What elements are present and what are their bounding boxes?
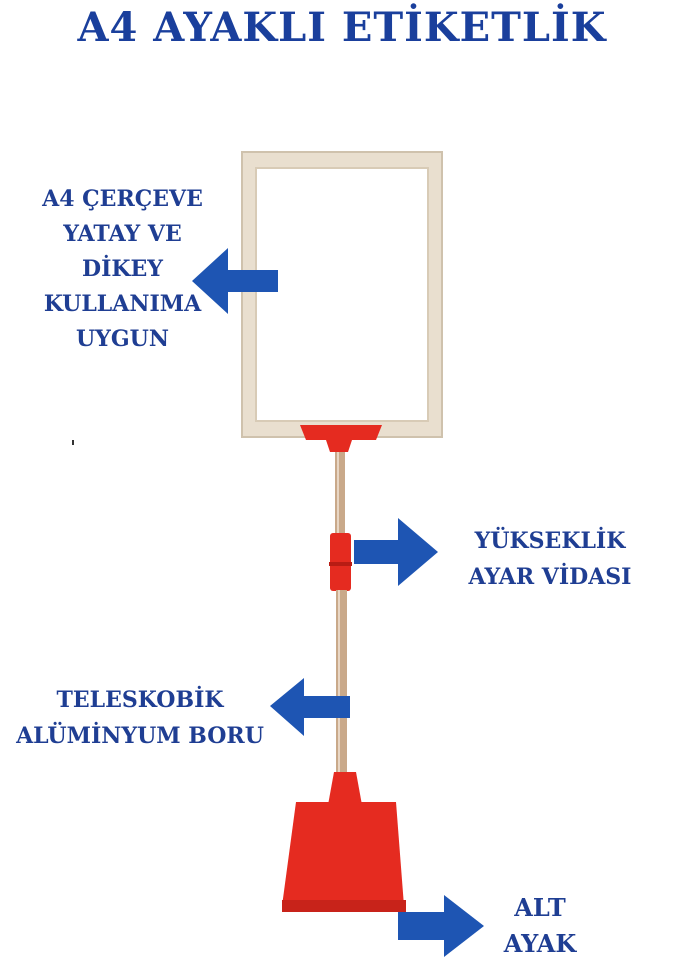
label-line: YÜKSEKLİK xyxy=(474,528,626,554)
label-line: TELESKOBİK xyxy=(56,687,224,713)
label-telescopic-tube: TELESKOBİK ALÜMİNYUM BORU xyxy=(0,682,280,754)
height-adjust-screw xyxy=(329,533,352,591)
label-line: UYGUN xyxy=(76,326,169,352)
arrow-right-foot xyxy=(398,895,484,957)
arrow-left-tube xyxy=(270,678,350,736)
label-base-foot: ALT AYAK xyxy=(480,890,600,962)
label-line: DİKEY xyxy=(82,256,163,282)
stray-mark xyxy=(72,440,74,445)
label-line: A4 ÇERÇEVE xyxy=(42,186,203,212)
arrow-left-frame xyxy=(192,248,278,314)
page-title: A4 AYAKLI ETİKETLİK xyxy=(77,4,607,51)
label-line: YATAY VE xyxy=(63,221,182,247)
label-line: KULLANIMA xyxy=(43,291,202,317)
label-line: AYAR VİDASI xyxy=(468,564,632,590)
upper-pole xyxy=(335,452,345,534)
label-line: ALT xyxy=(514,893,566,922)
arrow-right-height xyxy=(354,518,438,586)
label-a4-frame: A4 ÇERÇEVE YATAY VE DİKEY KULLANIMA UYGU… xyxy=(10,182,235,357)
a4-frame xyxy=(241,151,443,438)
base-foot xyxy=(282,772,406,912)
label-line: AYAK xyxy=(503,929,577,958)
frame-connector xyxy=(300,425,382,452)
telescopic-tube xyxy=(336,590,347,772)
label-height-adjust: YÜKSEKLİK AYAR VİDASI xyxy=(430,523,670,595)
label-line: ALÜMİNYUM BORU xyxy=(16,723,264,749)
